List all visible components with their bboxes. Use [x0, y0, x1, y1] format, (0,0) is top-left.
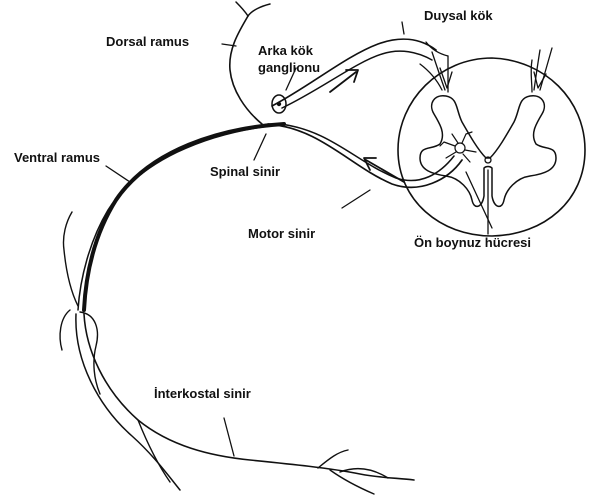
label-ventral-ramus: Ventral ramus [14, 150, 100, 165]
label-interkostal: İnterkostal sinir [154, 386, 251, 401]
dorsal-rootlets-right [531, 48, 552, 92]
label-duysal-kok: Duysal kök [424, 8, 493, 23]
label-dorsal-ramus: Dorsal ramus [106, 34, 189, 49]
label-motor-sinir: Motor sinir [248, 226, 315, 241]
spinal-cord-outline [398, 58, 585, 236]
label-arka-kok-line1: Arka kök [258, 43, 313, 58]
ventral-ramus-nerve [84, 124, 284, 310]
lateral-branch [63, 212, 78, 306]
label-on-boynuz: Ön boynuz hücresi [414, 235, 531, 250]
label-arka-kok-line2: ganglionu [258, 60, 320, 75]
label-spinal-sinir: Spinal sinir [210, 164, 280, 179]
motor-sinir-nerve [268, 124, 462, 187]
